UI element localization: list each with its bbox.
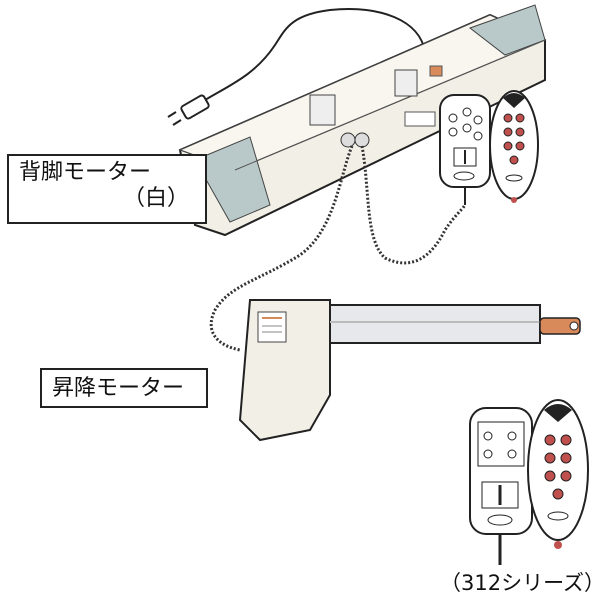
back-leg-motor xyxy=(178,4,547,237)
coiled-cable-icon xyxy=(209,145,467,352)
hand-remote-icon xyxy=(469,407,533,565)
power-plug-icon xyxy=(167,94,210,126)
back-leg-motor-label-line2: （白） xyxy=(122,186,189,211)
series-caption: （312シリーズ） xyxy=(440,571,606,595)
back-leg-motor-label-line1: 背脚モーター xyxy=(19,160,152,185)
back-leg-motor-label: 背脚モーター （白） xyxy=(7,154,207,224)
lift-motor-label: 昇降モーター xyxy=(40,368,208,408)
hand-remote-icon xyxy=(439,94,491,205)
oval-remote-icon xyxy=(527,399,589,549)
linear-actuator-icon xyxy=(238,299,581,442)
oval-remote-icon xyxy=(489,90,539,203)
power-cable xyxy=(204,8,426,101)
